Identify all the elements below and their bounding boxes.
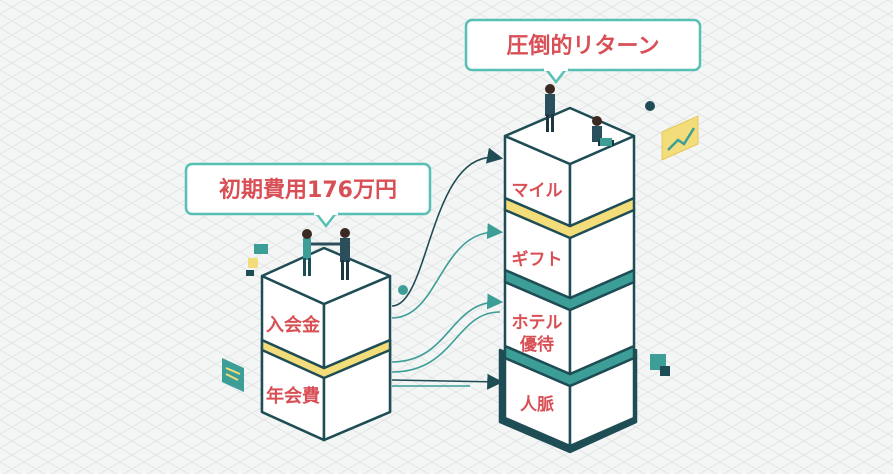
right-callout xyxy=(464,18,702,85)
flow-lines xyxy=(391,147,504,390)
people-handshake-icon xyxy=(302,228,350,280)
people-meeting-icon xyxy=(545,84,614,146)
right-callout-text: 圧倒的リターン xyxy=(507,33,660,59)
dot-decoration xyxy=(398,285,408,295)
left-stack xyxy=(260,246,392,442)
right-block-1-label: マイル xyxy=(512,181,563,201)
right-block-3-label-line1: ホテル xyxy=(512,313,563,333)
right-block-3-label-line2: 優待 xyxy=(519,334,554,355)
left-callout xyxy=(184,162,432,229)
square-decoration xyxy=(650,354,670,376)
left-callout-text: 初期費用176万円 xyxy=(219,177,397,203)
left-block-1-label: 入会金 xyxy=(266,314,321,336)
left-block-2-label: 年会費 xyxy=(266,385,320,407)
flag-icon xyxy=(246,244,268,276)
right-block-2-label: ギフト xyxy=(512,250,563,270)
right-block-4-label: 人脈 xyxy=(520,394,554,415)
dot-decoration xyxy=(645,101,655,111)
document-icon xyxy=(222,358,244,392)
rising-chart-icon xyxy=(661,115,699,161)
